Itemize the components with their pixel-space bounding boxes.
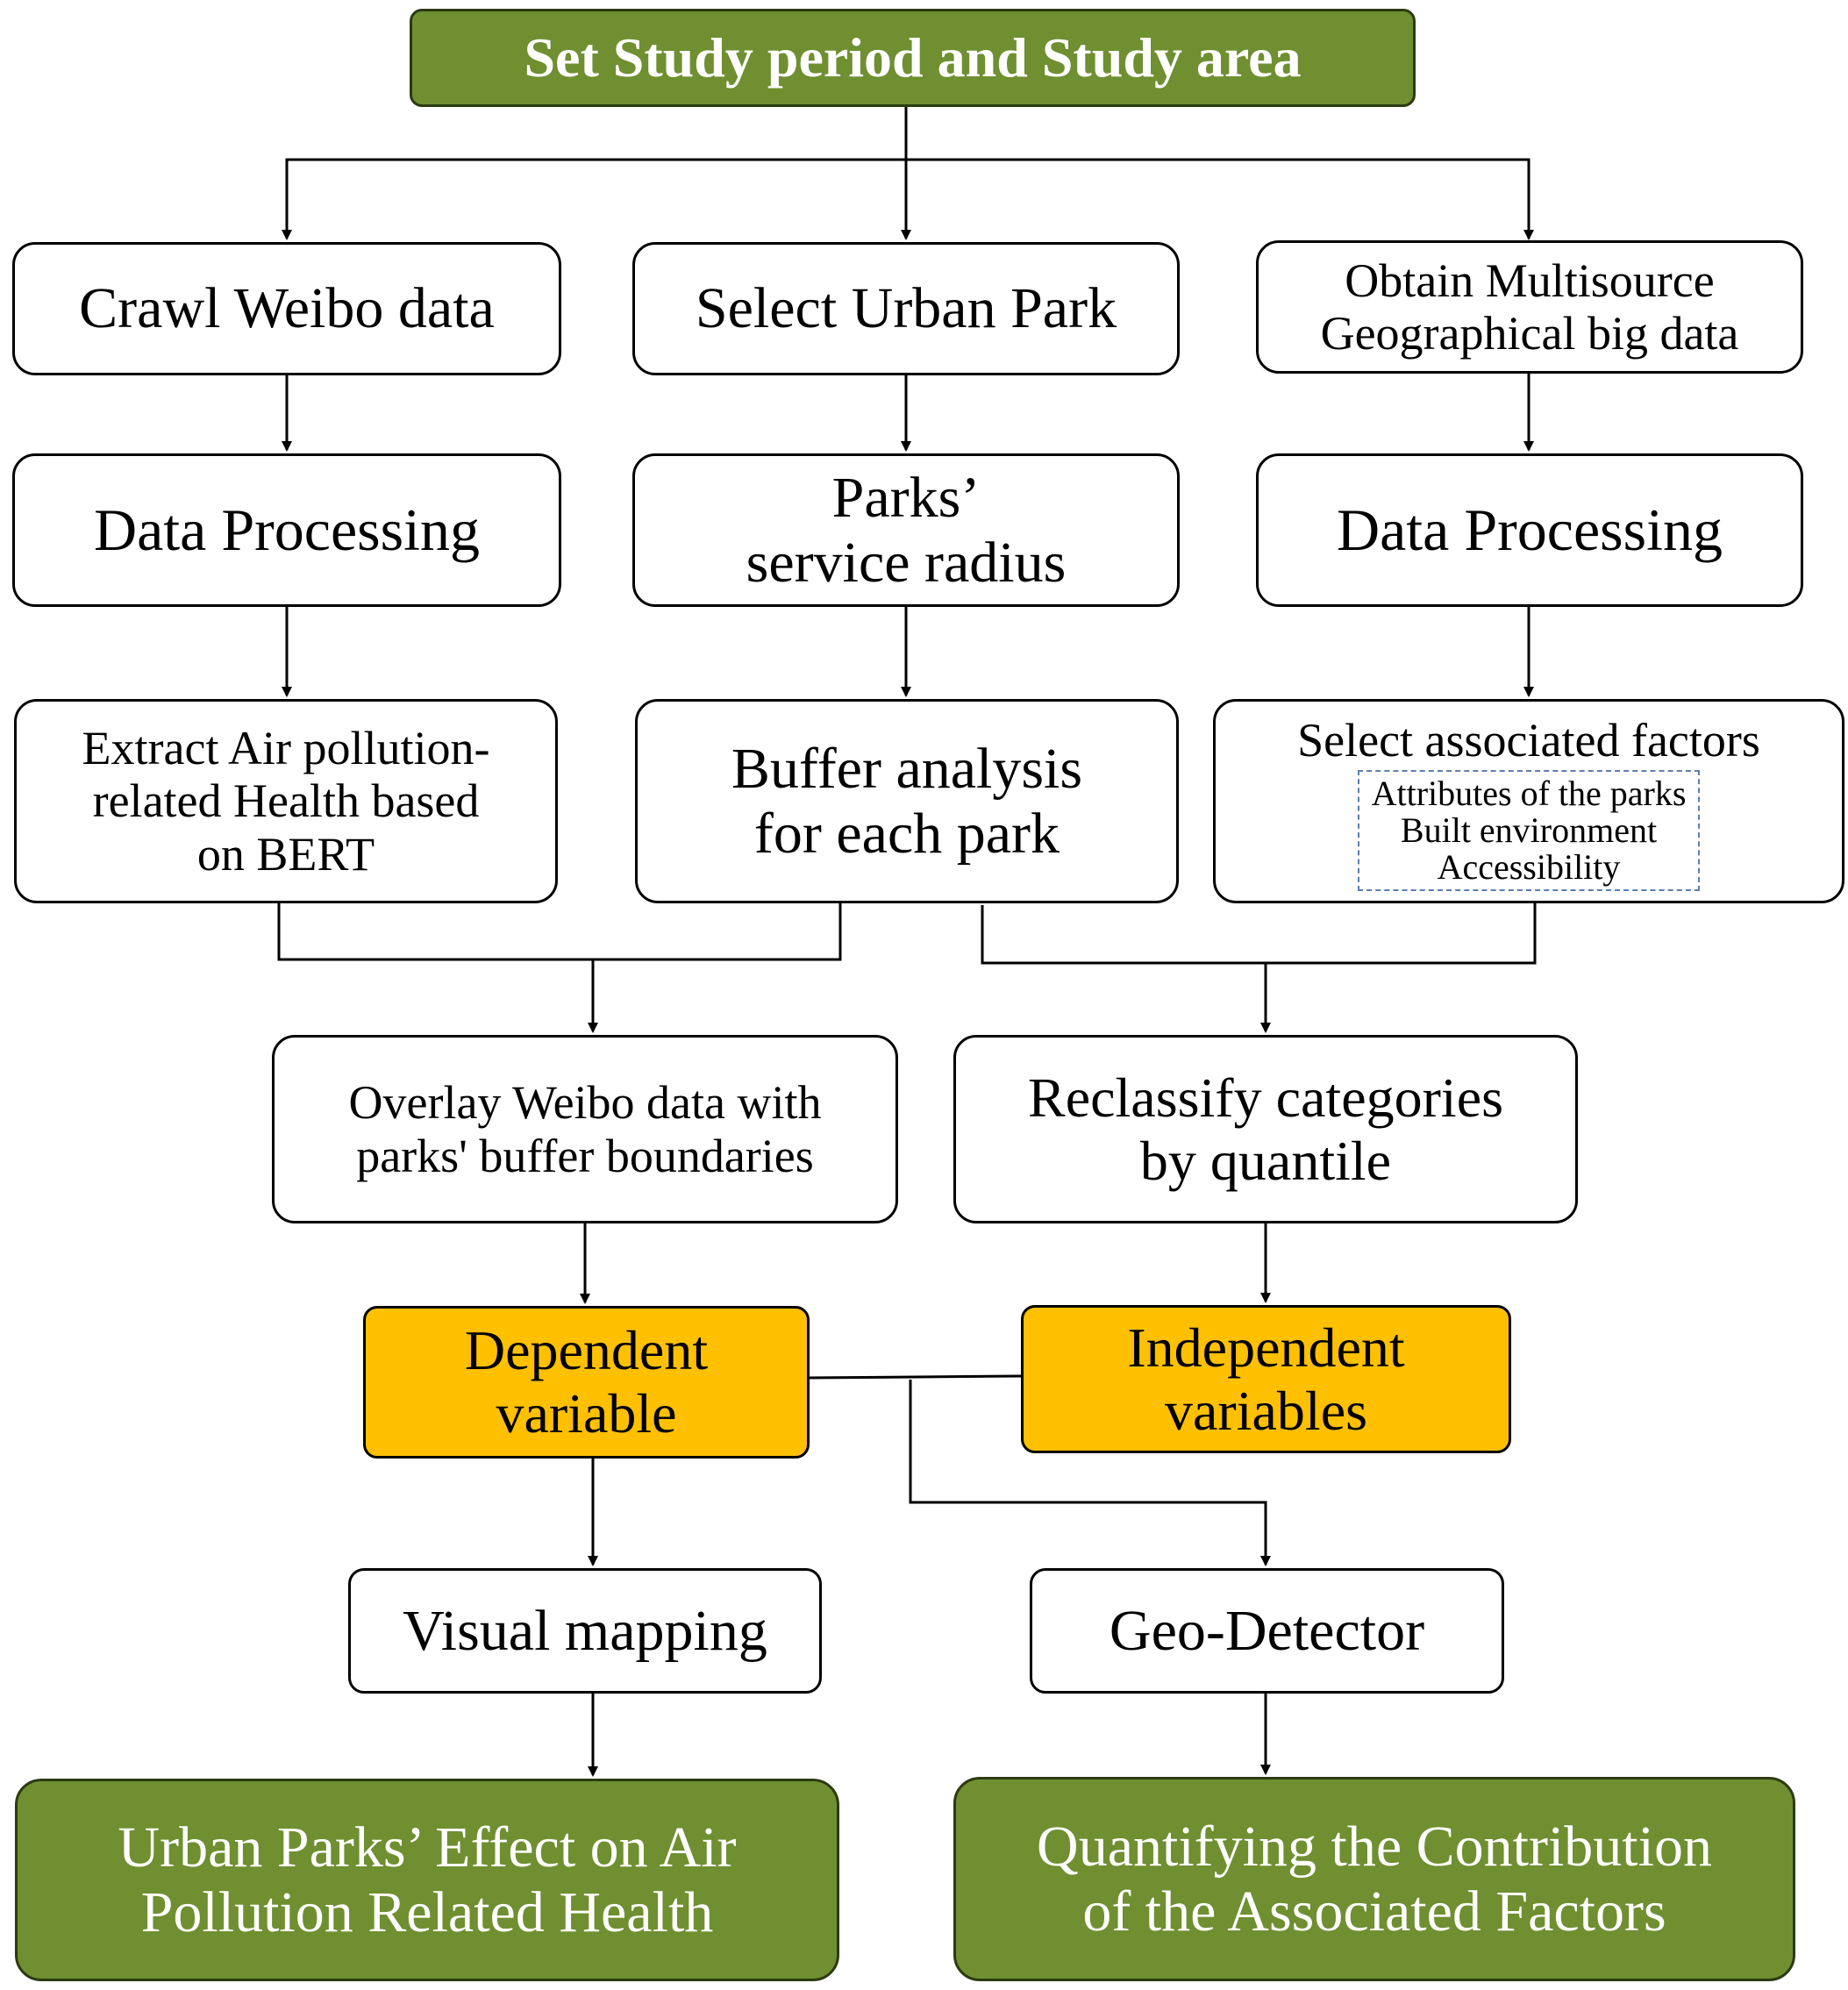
node-text-line: variable: [496, 1382, 677, 1444]
node-text-line: Overlay Weibo data with: [348, 1076, 822, 1130]
node-text-line: by quantile: [1139, 1129, 1392, 1192]
node-text-line: Crawl Weibo data: [79, 276, 495, 341]
connector-merge-left: [277, 902, 842, 961]
node-text-line: Obtain Multisource: [1345, 253, 1715, 307]
node-text-line: Extract Air pollution-: [82, 721, 490, 774]
visual-mapping-node: Visual mapping: [348, 1568, 822, 1694]
node-text-line: parks' buffer boundaries: [356, 1129, 814, 1182]
node-text-line: Data Processing: [93, 496, 480, 564]
node-text-line: service radius: [746, 530, 1067, 595]
service-radius-node: Parks’service radius: [632, 453, 1180, 607]
select-factors-node: Select associated factors Attributes of …: [1213, 699, 1844, 903]
node-text-line: for each park: [753, 801, 1060, 866]
node-text-line: Quantifying the Contribution: [1037, 1814, 1712, 1879]
node-text-line: Data Processing: [1336, 496, 1723, 564]
node-text-line: of the Associated Factors: [1082, 1879, 1666, 1944]
node-text-line: on BERT: [196, 827, 375, 881]
node-text-line: Accessibility: [1437, 847, 1621, 888]
node-text-line: Buffer analysis: [731, 736, 1083, 801]
node-text-line: Built environment: [1400, 810, 1658, 851]
connector-variables-link: [807, 1374, 1022, 1380]
node-text-line: related Health based: [92, 774, 480, 828]
node-text-line: variables: [1165, 1379, 1367, 1442]
node-text-line: Select Urban Park: [695, 276, 1117, 341]
data-processing-left-node: Data Processing: [12, 453, 561, 607]
node-text-line: Select associated factors: [1297, 714, 1760, 767]
node-text-line: Dependent: [464, 1319, 709, 1382]
select-urban-park-node: Select Urban Park: [632, 242, 1180, 375]
node-text-line: Set Study period and Study area: [524, 26, 1302, 89]
node-text-line: Visual mapping: [403, 1598, 767, 1663]
extract-bert-node: Extract Air pollution-related Health bas…: [14, 699, 558, 903]
node-text-line: Geographical big data: [1320, 307, 1739, 360]
crawl-weibo-node: Crawl Weibo data: [12, 242, 561, 375]
node-text-line: Geo-Detector: [1109, 1598, 1425, 1663]
start-node: Set Study period and Study area: [410, 9, 1416, 107]
node-text-line: Pollution Related Health: [140, 1879, 714, 1944]
node-text-line: Reclassify categories: [1028, 1066, 1503, 1129]
node-text-line: Parks’: [831, 465, 981, 530]
connector-split-bar: [285, 158, 1534, 240]
node-text-line: Urban Parks’ Effect on Air: [118, 1815, 737, 1879]
node-text-line: Independent: [1127, 1316, 1405, 1379]
connector-link-to-geo: [909, 1380, 1271, 1566]
connector-merge-right: [981, 903, 1537, 965]
select-factors-title: Select associated factors: [1297, 714, 1760, 767]
node-text-line: Attributes of the parks: [1371, 774, 1687, 814]
data-processing-right-node: Data Processing: [1256, 453, 1803, 607]
geo-detector-node: Geo-Detector: [1030, 1568, 1504, 1694]
